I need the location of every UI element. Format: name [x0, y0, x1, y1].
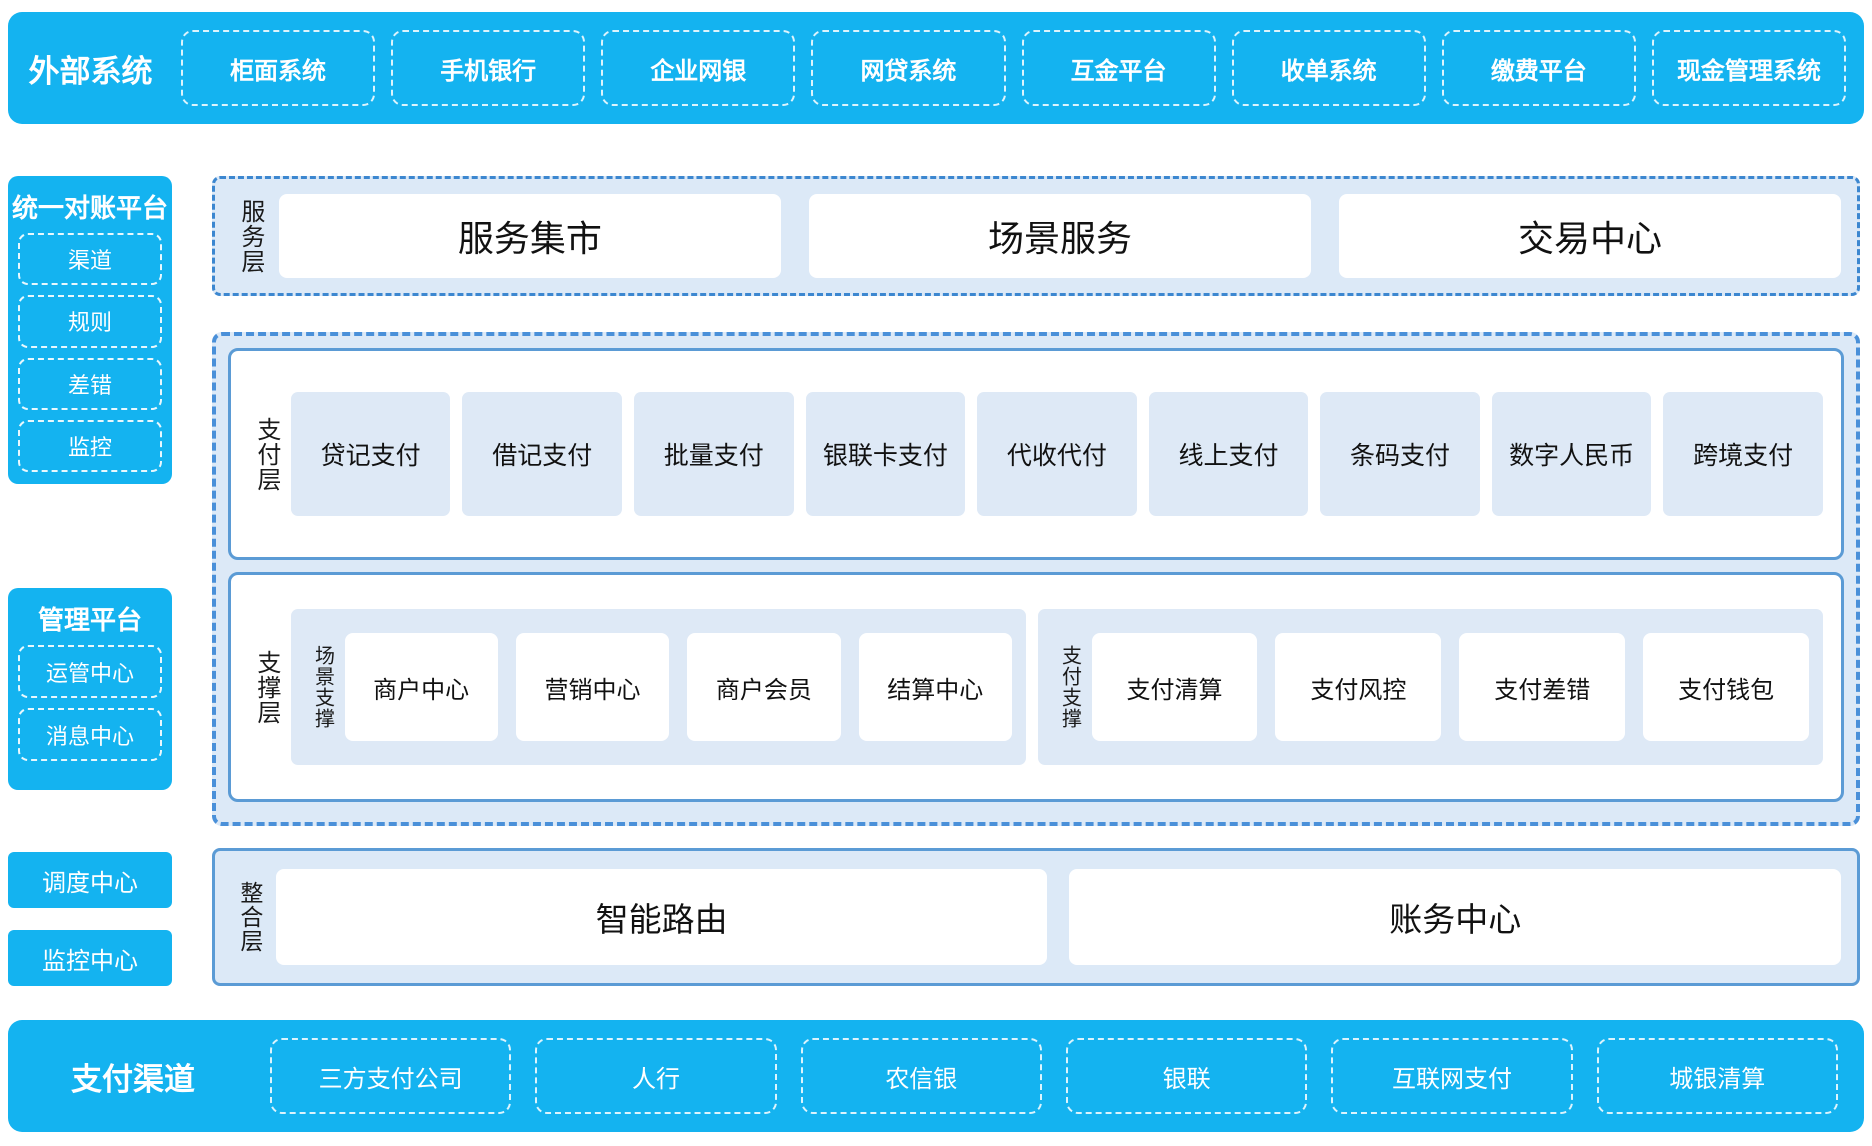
- reconcile-item-error[interactable]: 差错: [18, 357, 162, 410]
- monitor-center-button[interactable]: 监控中心: [8, 930, 172, 986]
- management-item-operations[interactable]: 运管中心: [18, 645, 162, 698]
- payment-channels-bar: 支付渠道 三方支付公司 人行 农信银 银联 互联网支付 城银清算: [8, 1020, 1864, 1132]
- service-layer-label: 服务层: [236, 198, 264, 274]
- external-system-item[interactable]: 收单系统: [1231, 30, 1426, 106]
- payment-item[interactable]: 贷记支付: [290, 392, 451, 516]
- payment-layer-panel: 支付层 贷记支付 借记支付 批量支付 银联卡支付 代收代付 线上支付 条码支付 …: [228, 348, 1844, 560]
- service-layer-items: 服务集市 场景服务 交易中心: [278, 194, 1841, 278]
- service-item-market[interactable]: 服务集市: [278, 194, 781, 278]
- integration-item-accounting-center[interactable]: 账务中心: [1069, 869, 1842, 965]
- payment-support-group: 支付支撑 支付清算 支付风控 支付差错 支付钱包: [1037, 609, 1823, 765]
- payment-item[interactable]: 线上支付: [1148, 392, 1309, 516]
- scene-support-item[interactable]: 商户会员: [687, 633, 841, 741]
- payment-item[interactable]: 批量支付: [634, 392, 794, 516]
- integration-layer-panel: 整合层 智能路由 账务中心: [212, 848, 1860, 986]
- management-platform-title: 管理平台: [37, 605, 142, 635]
- dispatch-center-button[interactable]: 调度中心: [8, 852, 172, 908]
- external-systems-title: 外部系统: [28, 53, 153, 89]
- external-systems-bar: 外部系统 柜面系统 手机银行 企业网银 网贷系统 互金平台 收单系统 缴费平台 …: [8, 12, 1864, 124]
- external-system-item[interactable]: 手机银行: [391, 30, 586, 106]
- payment-support-label: 支付支撑: [1058, 645, 1081, 729]
- payment-item[interactable]: 数字人民币: [1491, 392, 1652, 516]
- external-system-item[interactable]: 互金平台: [1021, 30, 1216, 106]
- scene-support-items: 商户中心 营销中心 商户会员 结算中心: [344, 633, 1012, 741]
- integration-item-smart-routing[interactable]: 智能路由: [275, 869, 1048, 965]
- payment-support-item[interactable]: 支付差错: [1459, 633, 1626, 741]
- support-layer-label: 支撑层: [252, 649, 280, 725]
- service-item-transaction[interactable]: 交易中心: [1338, 194, 1841, 278]
- payment-channel-item[interactable]: 城银清算: [1596, 1038, 1838, 1114]
- external-system-item[interactable]: 柜面系统: [181, 30, 376, 106]
- payment-support-items: 支付清算 支付风控 支付差错 支付钱包: [1091, 633, 1810, 741]
- scene-support-label: 场景支撑: [311, 645, 334, 729]
- payment-channels-title: 支付渠道: [71, 1061, 195, 1097]
- payment-layer-items: 贷记支付 借记支付 批量支付 银联卡支付 代收代付 线上支付 条码支付 数字人民…: [290, 392, 1823, 516]
- payment-channel-item[interactable]: 银联: [1065, 1038, 1308, 1114]
- payment-channel-item[interactable]: 互联网支付: [1331, 1038, 1573, 1114]
- support-layer-panel: 支撑层 场景支撑 商户中心 营销中心 商户会员 结算中心 支付支撑 支付清算: [228, 572, 1844, 802]
- external-system-item[interactable]: 企业网银: [601, 30, 796, 106]
- reconcile-platform-title: 统一对账平台: [12, 193, 169, 223]
- core-layers-container: 支付层 贷记支付 借记支付 批量支付 银联卡支付 代收代付 线上支付 条码支付 …: [212, 332, 1860, 826]
- external-system-item[interactable]: 现金管理系统: [1651, 30, 1846, 106]
- reconcile-item-channel[interactable]: 渠道: [18, 233, 162, 286]
- payment-channel-item[interactable]: 三方支付公司: [270, 1038, 512, 1114]
- management-platform-card: 管理平台 运管中心 消息中心: [8, 588, 172, 790]
- payment-layer-label: 支付层: [252, 416, 280, 492]
- external-systems-items: 柜面系统 手机银行 企业网银 网贷系统 互金平台 收单系统 缴费平台 现金管理系…: [173, 12, 1854, 124]
- support-layer-groups: 场景支撑 商户中心 营销中心 商户会员 结算中心 支付支撑 支付清算 支付风控 …: [290, 609, 1823, 765]
- reconcile-item-rule[interactable]: 规则: [18, 295, 162, 348]
- management-item-message[interactable]: 消息中心: [18, 708, 162, 761]
- payment-channel-item[interactable]: 农信银: [800, 1038, 1042, 1114]
- payment-item[interactable]: 条码支付: [1320, 392, 1480, 516]
- payment-support-item[interactable]: 支付风控: [1275, 633, 1442, 741]
- reconcile-platform-card: 统一对账平台 渠道 规则 差错 监控: [8, 176, 172, 484]
- payment-item[interactable]: 代收代付: [977, 392, 1137, 516]
- payment-item[interactable]: 跨境支付: [1663, 392, 1823, 516]
- external-system-item[interactable]: 缴费平台: [1441, 30, 1636, 106]
- payment-channels-items: 三方支付公司 人行 农信银 银联 互联网支付 城银清算: [258, 1020, 1850, 1132]
- scene-support-group: 场景支撑 商户中心 营销中心 商户会员 结算中心: [290, 609, 1026, 765]
- scene-support-item[interactable]: 营销中心: [515, 633, 670, 741]
- service-item-scene[interactable]: 场景服务: [808, 194, 1311, 278]
- reconcile-item-monitor[interactable]: 监控: [18, 419, 162, 472]
- payment-support-item[interactable]: 支付清算: [1091, 633, 1258, 741]
- payment-item[interactable]: 银联卡支付: [805, 392, 966, 516]
- payment-item[interactable]: 借记支付: [462, 392, 623, 516]
- payment-channel-item[interactable]: 人行: [535, 1038, 777, 1114]
- scene-support-item[interactable]: 商户中心: [344, 633, 498, 741]
- payment-support-item[interactable]: 支付钱包: [1643, 633, 1810, 741]
- integration-layer-items: 智能路由 账务中心: [275, 869, 1842, 965]
- service-layer-panel: 服务层 服务集市 场景服务 交易中心: [212, 176, 1860, 296]
- integration-layer-label: 整合层: [236, 881, 263, 953]
- scene-support-item[interactable]: 结算中心: [858, 633, 1012, 741]
- external-system-item[interactable]: 网贷系统: [811, 30, 1006, 106]
